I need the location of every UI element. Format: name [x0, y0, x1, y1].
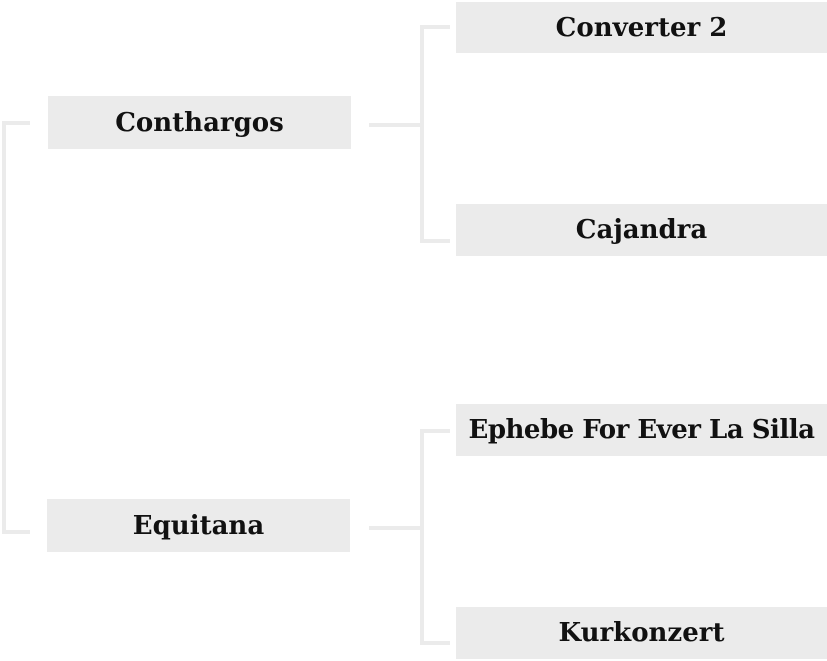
equitana-branch-connector [369, 429, 450, 645]
node-equitana: Equitana [47, 499, 350, 552]
root-bracket-connector [2, 121, 30, 534]
node-kurkonzert: Kurkonzert [456, 607, 827, 659]
node-ephebe-for-ever-la-silla: Ephebe For Ever La Silla [456, 404, 827, 456]
node-converter-2: Converter 2 [456, 2, 827, 53]
node-cajandra: Cajandra [456, 204, 827, 256]
node-conthargos: Conthargos [48, 96, 351, 149]
conthargos-branch-connector [369, 25, 450, 243]
